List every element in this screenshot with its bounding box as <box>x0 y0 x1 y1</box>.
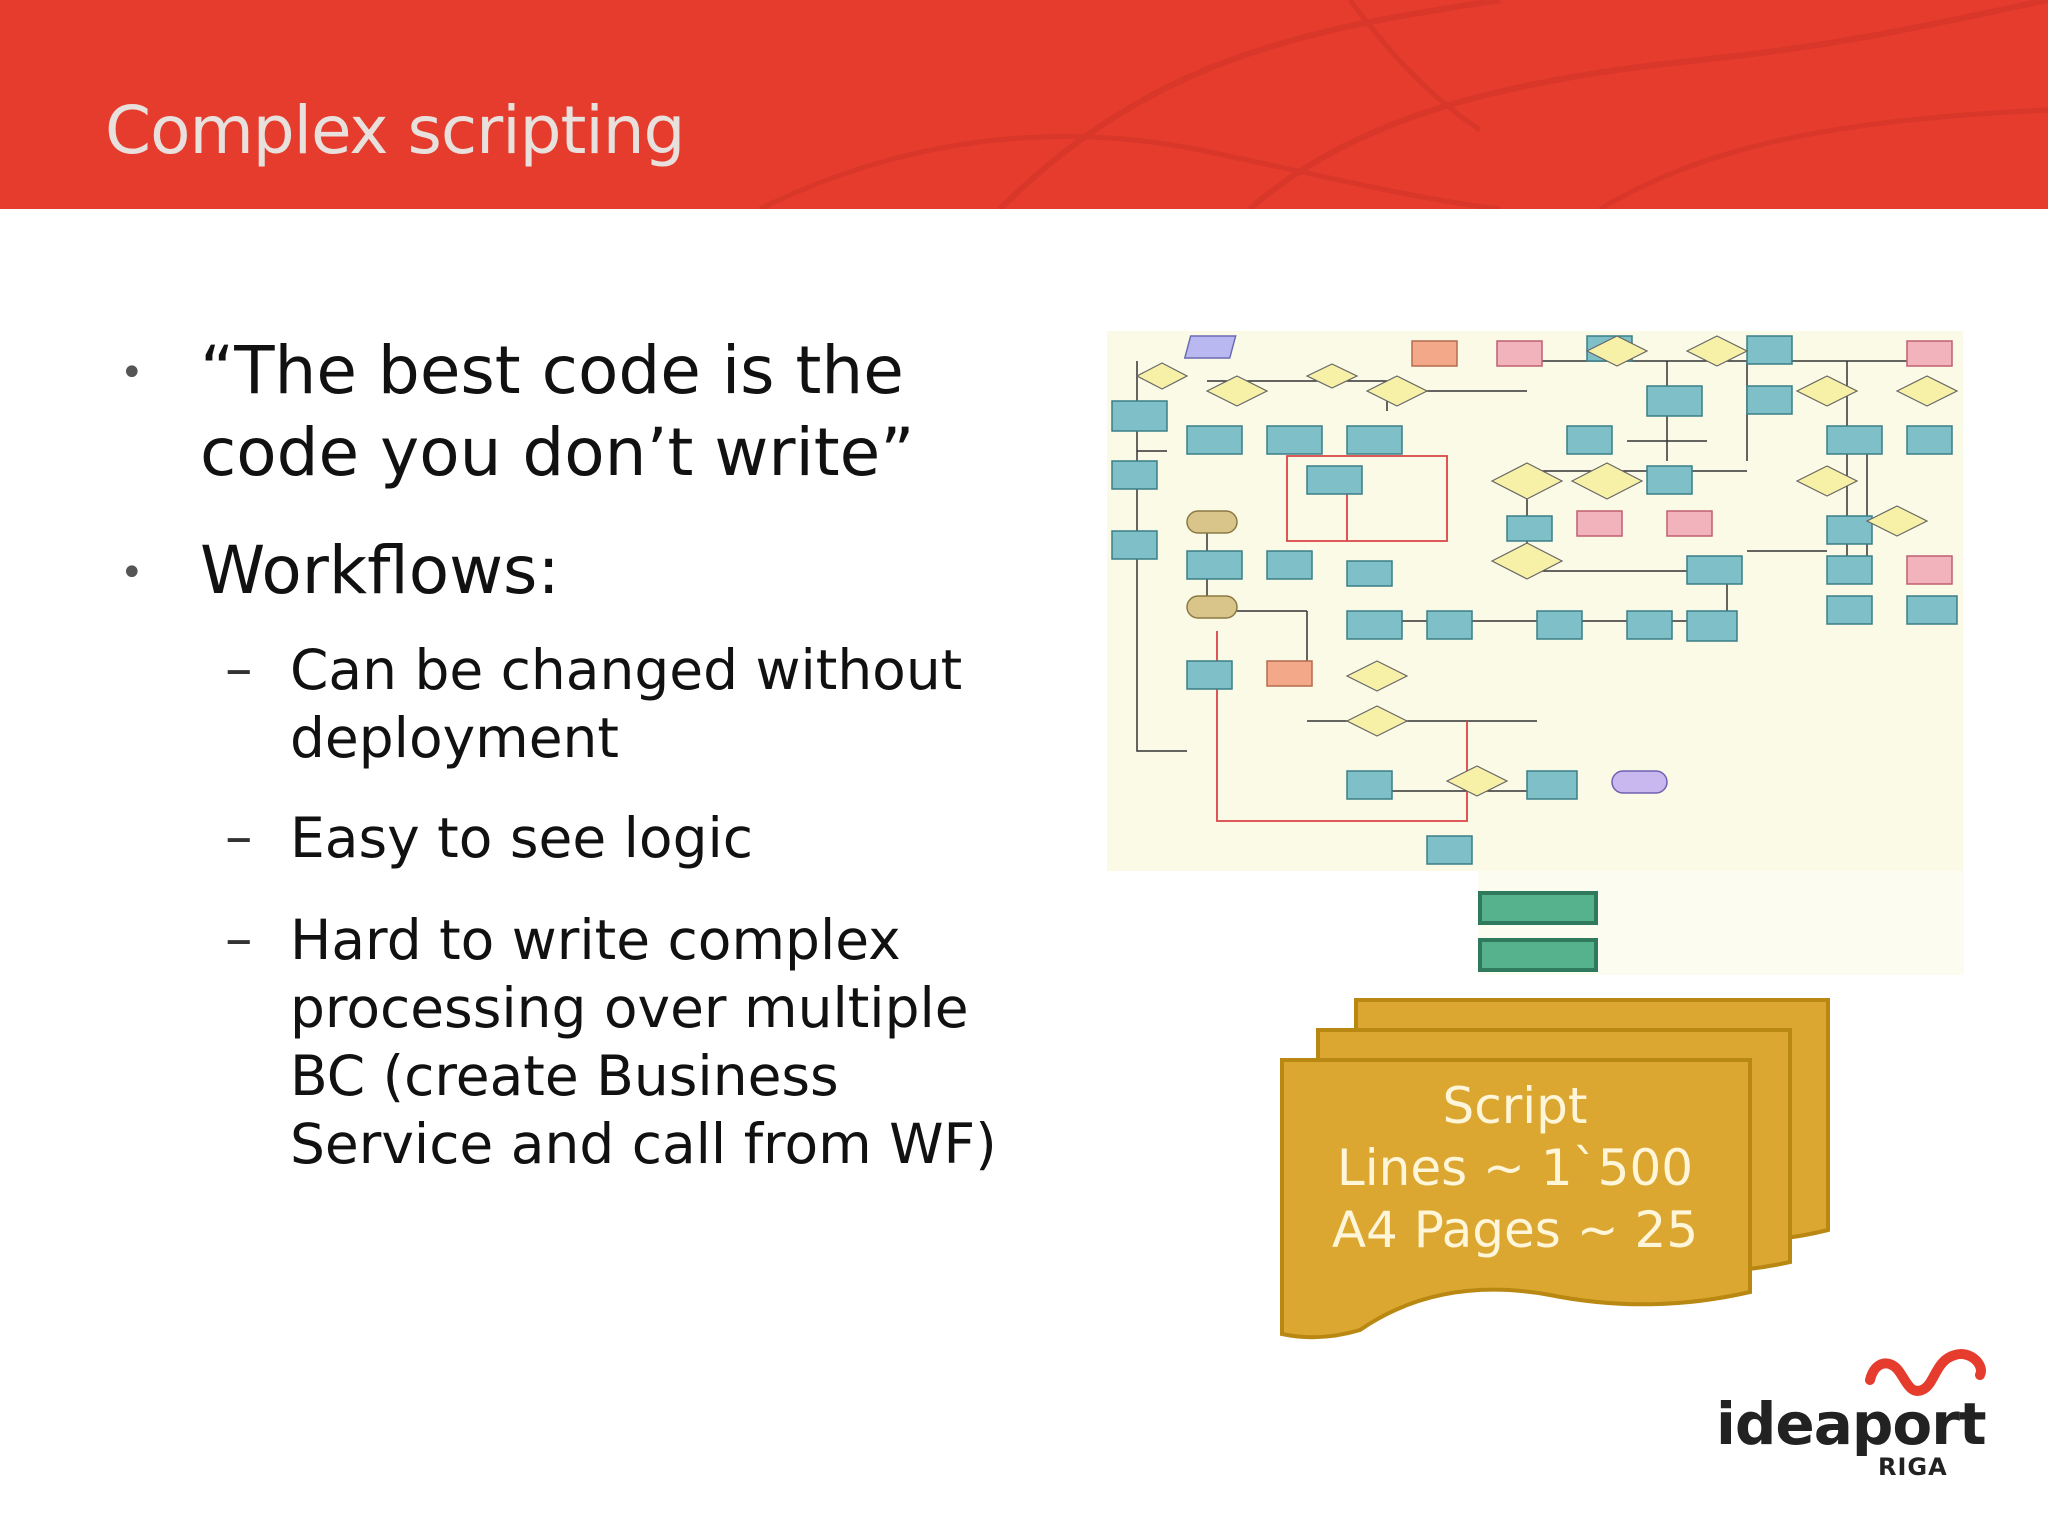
script-lines-count: Lines ~ 1`500 <box>1336 1139 1694 1197</box>
dash-marker: – <box>225 636 253 700</box>
slide-title: Complex scripting <box>105 92 685 169</box>
script-pages-count: A4 Pages ~ 25 <box>1331 1201 1699 1259</box>
script-document-stack <box>1280 998 1830 1340</box>
workflow-diagram-image <box>1107 331 1963 871</box>
slide-header: Complex scripting <box>0 0 2048 209</box>
dash-marker: – <box>225 906 253 970</box>
script-box-text: Script Lines ~ 1`500 A4 Pages ~ 25 <box>1290 1075 1740 1261</box>
logo-wordmark: ideaport <box>1716 1390 1987 1458</box>
script-label: Script <box>1442 1077 1588 1135</box>
sub-bullet-no-deployment: Can be changed without deployment <box>290 638 963 770</box>
sub-bullet-hard-complex: Hard to write complex processing over mu… <box>290 908 997 1176</box>
bullet-quote: “The best code is the code you don’t wri… <box>200 332 915 491</box>
dash-marker: – <box>225 804 253 868</box>
sub-bullet-easy-logic: Easy to see logic <box>290 806 754 870</box>
bullet-marker: • <box>120 350 144 396</box>
bullet-marker: • <box>120 550 144 596</box>
header-decoration <box>758 0 2048 209</box>
equals-bar-top <box>1478 891 1598 925</box>
ideaport-logo-mark <box>1865 1349 1986 1396</box>
logo-subtitle: RIGA <box>1878 1453 1948 1481</box>
bullet-workflows: Workflows: <box>200 532 560 609</box>
equals-bar-bottom <box>1478 938 1598 972</box>
